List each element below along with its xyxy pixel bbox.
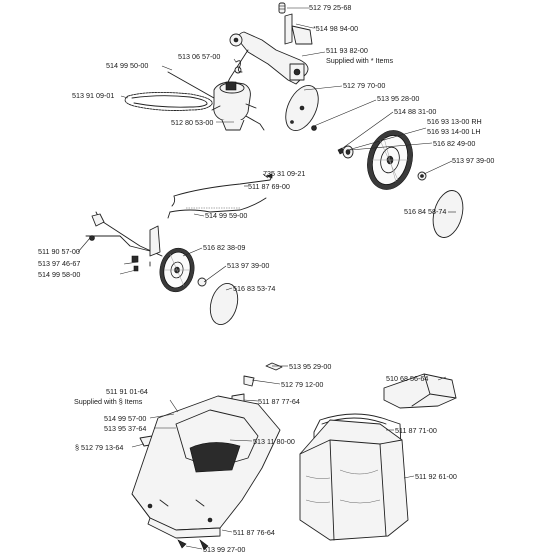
- part-number-label: 516 84 58-74: [404, 207, 446, 216]
- part-number-label: 514 99 57-00: [104, 414, 146, 423]
- part-number-label: 516 93 14-00 LH: [427, 127, 481, 136]
- part-number-label: 512 79 12-00: [281, 380, 323, 389]
- part-number-label: 513 95 28-00: [377, 94, 419, 103]
- part-number-label: 511 93 82-00: [326, 46, 368, 55]
- clip-part: [265, 362, 283, 371]
- front-linkage-rods-part: [167, 173, 273, 219]
- part-number-label: 513 97 46-67: [38, 259, 80, 268]
- drive-belt-part: [124, 91, 213, 111]
- part-number-label: 513 95 29-00: [289, 362, 331, 371]
- discharge-deflector-part: [383, 373, 457, 409]
- wheel-nut-part: [417, 171, 427, 181]
- front-axle-part: [85, 211, 163, 272]
- part-number-label: 516 82 49-00: [433, 139, 475, 148]
- part-number-label: 513 11 80-00: [253, 437, 295, 446]
- part-number-label: 511 87 69-00: [248, 182, 290, 191]
- rear-hubcap-part: [432, 190, 464, 238]
- part-number-label: 516 83 53-74: [233, 284, 275, 293]
- grass-bag-part: [299, 419, 409, 541]
- height-adjuster-bracket-part: [227, 13, 313, 85]
- note-label: Supplied with * Items: [326, 56, 394, 65]
- part-number-label: 512 79 70-00: [343, 81, 385, 90]
- part-number-label: 513 99 27-00: [203, 545, 245, 554]
- part-number-label: 511 90 57-00: [38, 247, 80, 256]
- part-number-label: 514 99 58-00: [38, 270, 80, 279]
- part-number-label: 511 92 61-00: [415, 472, 457, 481]
- part-number-label: § 512 79 13-64: [75, 443, 123, 452]
- part-number-label: 735 31 09-21: [263, 169, 305, 178]
- part-number-label: 511 87 77-64: [258, 397, 300, 406]
- part-number-label: 513 97 39-00: [452, 156, 494, 165]
- part-number-label: 514 88 31-00: [394, 107, 436, 116]
- hinge-piece-part: [243, 375, 255, 387]
- wheel-hub-part: [342, 145, 354, 159]
- leader-lines: [77, 7, 456, 550]
- part-number-label: 513 95 37-64: [104, 424, 146, 433]
- part-number-label: 512 79 25-68: [309, 3, 351, 12]
- part-number-labels: 512 79 25-68 *514 98 94-00 511 93 82-00 …: [38, 3, 494, 554]
- rear-wheel-part: [367, 130, 413, 190]
- front-wheel-part: [159, 247, 195, 293]
- part-number-label: *514 98 94-00: [313, 24, 358, 33]
- note-label: Supplied with § Items: [74, 397, 143, 406]
- part-number-label: 511 91 01-64: [106, 387, 148, 396]
- wheel-cover-disc-part: [285, 85, 319, 131]
- spring-clip-part: [235, 60, 243, 73]
- part-number-label: 513 97 39-00: [227, 261, 269, 270]
- part-number-label: 514 99 50-00: [106, 61, 148, 70]
- part-number-label: 511 87 71-00: [395, 426, 437, 435]
- gearbox-part: [211, 81, 257, 131]
- part-number-label: 513 91 09-01: [72, 91, 114, 100]
- part-number-label: 511 87 76-64: [233, 528, 275, 537]
- part-number-label: 510 68 56-64: [386, 374, 428, 383]
- part-number-label: 516 82 38-09: [203, 243, 245, 252]
- rear-axle-rod-part: [167, 71, 265, 131]
- front-hubcap-part: [209, 282, 239, 326]
- front-wheel-nut-part: [197, 277, 207, 287]
- part-number-label: 516 93 13-00 RH: [427, 117, 482, 126]
- part-number-label: 514 99 59-00: [205, 211, 247, 220]
- part-number-label: 513 06 57-00: [178, 52, 220, 61]
- part-number-label: 512 80 53-00: [171, 118, 213, 127]
- spring-part: [278, 2, 286, 14]
- mower-deck-part: [131, 395, 281, 551]
- screw-part: [311, 125, 317, 131]
